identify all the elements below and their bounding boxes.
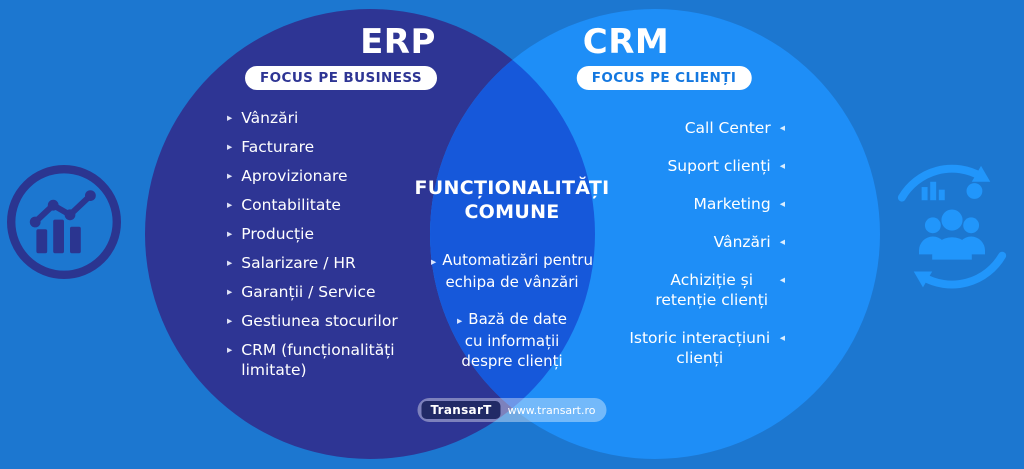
erp-item-label: CRM (funcționalități limitate) (241, 341, 395, 379)
crm-item-label: Marketing (693, 195, 771, 213)
crm-item-label: Call Center (684, 119, 771, 137)
triangle-left-icon: ◂ (779, 236, 785, 248)
triangle-left-icon: ◂ (779, 160, 785, 172)
customers-cycle-icon (897, 164, 1007, 289)
erp-list-item: ▸ Garanții / Service (227, 282, 432, 302)
erp-list-item: ▸ Producție (227, 224, 432, 244)
erp-focus-badge: FOCUS PE BUSINESS (245, 66, 437, 90)
crm-list-item: Achiziție și retenție clienți ◂ (575, 270, 785, 310)
erp-item-label: Producție (241, 225, 314, 243)
crm-item-label: Achiziție și retenție clienți (655, 271, 769, 309)
triangle-right-icon: ▸ (227, 112, 233, 124)
crm-list-item: Suport clienți ◂ (575, 156, 785, 176)
triangle-right-icon: ▸ (227, 344, 233, 356)
triangle-left-icon: ◂ (779, 332, 785, 344)
triangle-right-icon: ▸ (227, 170, 233, 182)
crm-item-label: Istoric interacțiuni clienți (629, 329, 771, 367)
erp-list-item: ▸ Aprovizionare (227, 166, 432, 186)
triangle-right-icon: ▸ (227, 315, 233, 327)
transart-logo: TransarT (421, 401, 501, 419)
website-link[interactable]: www.transart.ro (507, 403, 596, 417)
erp-list-item: ▸ CRM (funcționalități limitate) (227, 340, 432, 380)
bar-line-chart-icon (7, 165, 121, 279)
erp-item-label: Garanții / Service (241, 283, 376, 301)
erp-item-label: Vânzări (241, 109, 299, 127)
triangle-right-icon: ▸ (227, 228, 233, 240)
crm-title: CRM (582, 22, 670, 62)
erp-list-item: ▸ Salarizare / HR (227, 253, 432, 273)
erp-list-item: ▸ Gestiunea stocurilor (227, 311, 432, 331)
crm-list-item: Istoric interacțiuni clienți ◂ (575, 328, 785, 368)
common-item-label: Bază de date cu informații despre clienț… (461, 310, 567, 370)
crm-item-label: Vânzări (713, 233, 771, 251)
crm-list-item: Call Center ◂ (575, 118, 785, 138)
erp-list-item: ▸ Vânzări (227, 108, 432, 128)
triangle-right-icon: ▸ (431, 256, 437, 268)
erp-list-item: ▸ Facturare (227, 137, 432, 157)
crm-focus-badge: FOCUS PE CLIENȚI (576, 66, 752, 90)
crm-feature-list: Call Center◂ Suport clienți◂ Marketing◂ … (575, 118, 785, 386)
triangle-left-icon: ◂ (779, 198, 785, 210)
triangle-right-icon: ▸ (227, 257, 233, 269)
common-title: FUNCȚIONALITĂȚI COMUNE (414, 177, 610, 223)
triangle-right-icon: ▸ (457, 315, 463, 327)
transart-logo-pill: TransarT www.transart.ro (417, 398, 607, 422)
common-functionality-section: FUNCȚIONALITĂȚI COMUNE ▸ Automatizări pen… (402, 176, 622, 388)
erp-list-item: ▸ Contabilitate (227, 195, 432, 215)
erp-feature-list: ▸ Vânzări ▸ Facturare ▸ Aprovizionare ▸ Cont… (227, 108, 432, 389)
erp-item-label: Contabilitate (241, 196, 341, 214)
triangle-left-icon: ◂ (779, 122, 785, 134)
crm-list-item: Marketing ◂ (575, 194, 785, 214)
erp-item-label: Gestiunea stocurilor (241, 312, 398, 330)
triangle-right-icon: ▸ (227, 286, 233, 298)
triangle-right-icon: ▸ (227, 141, 233, 153)
erp-item-label: Facturare (241, 138, 315, 156)
common-item: ▸ Automatizări pentru echipa de vânzări (416, 250, 608, 292)
common-item: ▸Bază de date cu informații despre clien… (446, 309, 578, 371)
common-item-label: Automatizări pentru echipa de vânzări (442, 251, 593, 291)
erp-item-label: Aprovizionare (241, 167, 348, 185)
erp-item-label: Salarizare / HR (241, 254, 356, 272)
crm-list-item: Vânzări ◂ (575, 232, 785, 252)
triangle-right-icon: ▸ (227, 199, 233, 211)
triangle-left-icon: ◂ (779, 274, 785, 286)
erp-title: ERP (360, 22, 436, 62)
crm-item-label: Suport clienți (667, 157, 771, 175)
